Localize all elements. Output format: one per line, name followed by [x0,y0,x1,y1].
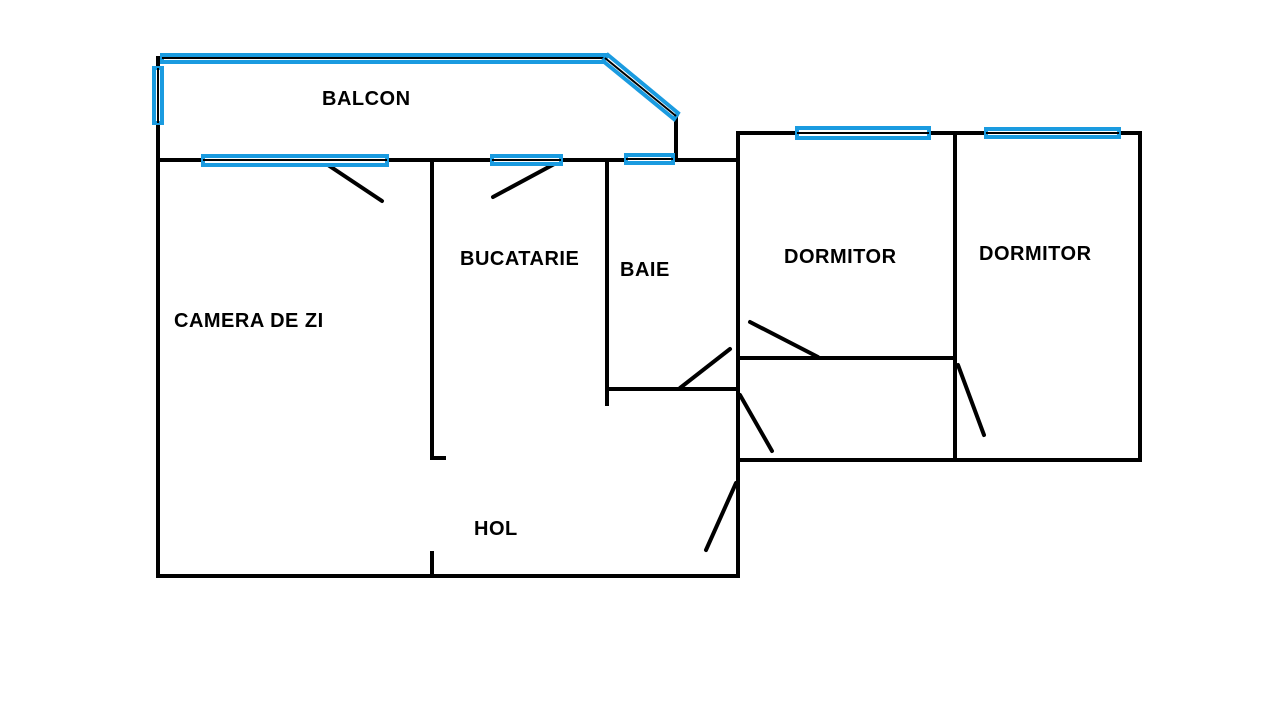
entrance-door [704,481,738,552]
kitchen-balcony-door [491,160,560,199]
living-window [201,154,389,167]
hol-label: HOL [474,518,518,540]
dormitor-1-label: DORMITOR [784,246,897,268]
bedroom-2-window [984,127,1121,139]
balcony-left-window [152,66,164,125]
bath-window [624,153,675,165]
balcony-diagonal-window [600,52,681,122]
balcony-top-window [160,53,607,64]
bath-door [678,347,732,390]
bedroom-1-window [795,126,931,140]
windows [152,52,1121,167]
bedroom-1-door [748,320,820,359]
doors [323,160,986,552]
corridor-door [738,393,774,453]
kitchen-window [490,154,563,166]
camera-de-zi-label: CAMERA DE ZI [174,310,324,332]
baie-label: BAIE [620,259,670,281]
bedroom-2-door [956,363,986,437]
dormitor-2-label: DORMITOR [979,243,1092,265]
balcon-label: BALCON [322,88,411,110]
living-balcony-door [323,161,384,203]
bucatarie-label: BUCATARIE [460,248,580,270]
walls [156,55,1142,578]
